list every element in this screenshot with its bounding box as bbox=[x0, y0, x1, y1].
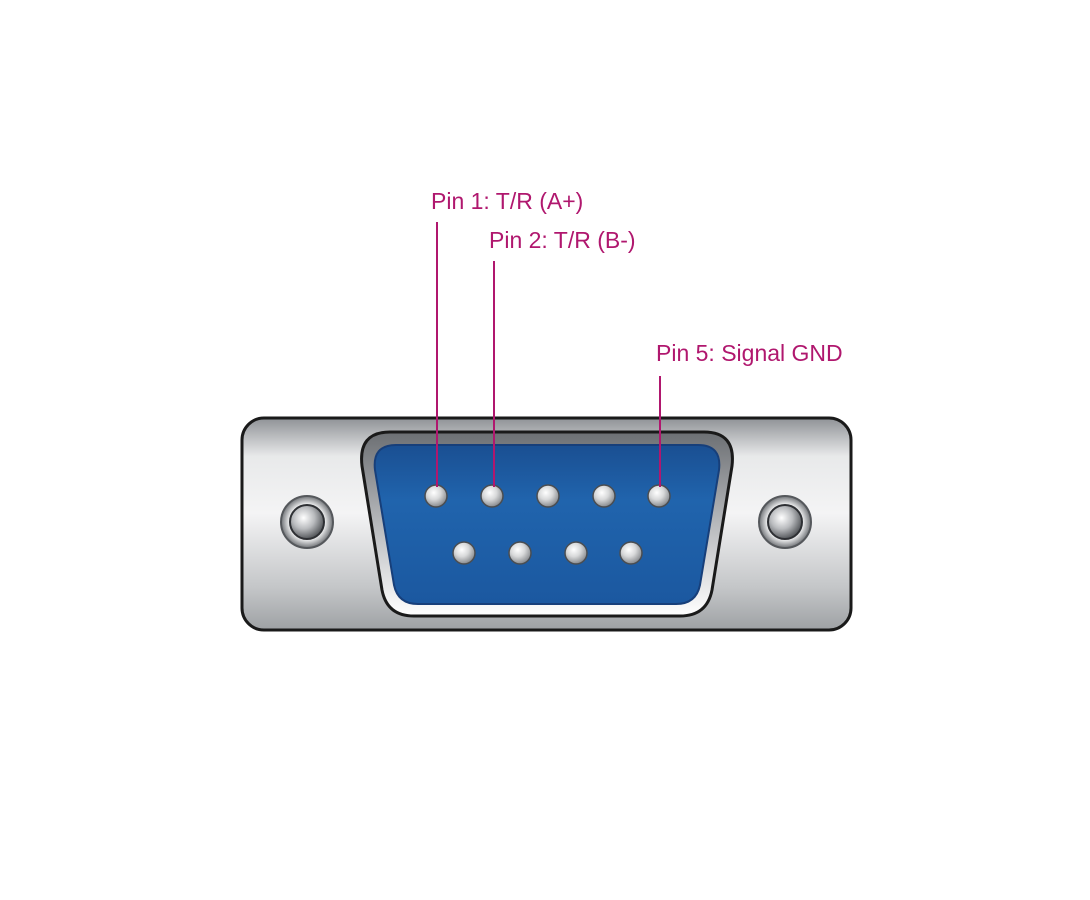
left-mounting-screw-icon bbox=[280, 495, 334, 549]
blue-insulator bbox=[373, 444, 721, 605]
pin-4 bbox=[592, 484, 616, 508]
pin-1 bbox=[424, 484, 448, 508]
pin-5-label: Pin 5: Signal GND bbox=[656, 340, 843, 366]
pin-9 bbox=[619, 541, 643, 565]
pin-3 bbox=[536, 484, 560, 508]
pin-1-label: Pin 1: T/R (A+) bbox=[431, 188, 583, 214]
right-mounting-screw-icon bbox=[758, 495, 812, 549]
pin-2-label: Pin 2: T/R (B-) bbox=[489, 227, 636, 253]
pin-8 bbox=[564, 541, 588, 565]
pin-2 bbox=[480, 484, 504, 508]
pin-5 bbox=[647, 484, 671, 508]
pins-bottom-row bbox=[452, 541, 643, 565]
pin-7 bbox=[508, 541, 532, 565]
pins-top-row bbox=[424, 484, 671, 508]
pin-6 bbox=[452, 541, 476, 565]
